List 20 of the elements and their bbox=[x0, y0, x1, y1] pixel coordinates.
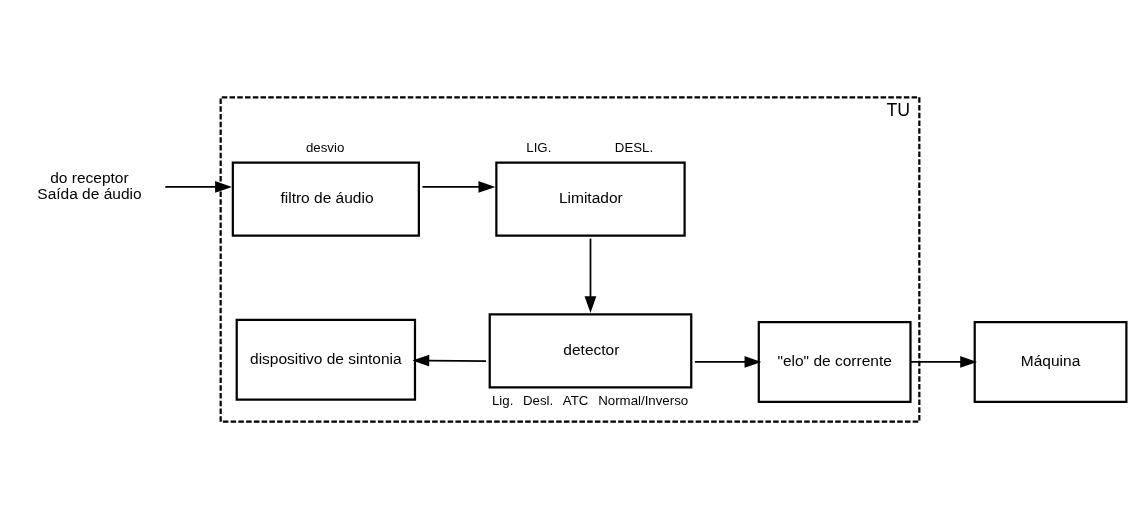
node-label: Normal/Inverso bbox=[598, 392, 689, 408]
node-label: desvio bbox=[305, 139, 345, 155]
node-box: "elo" de corrente bbox=[757, 320, 912, 403]
node-text: do receptor Saída de áudio bbox=[37, 168, 142, 202]
node-box: dispositivo de sintonia bbox=[235, 318, 417, 401]
arrow bbox=[909, 355, 978, 368]
node-box: detector bbox=[488, 312, 693, 388]
node-label: ATC bbox=[562, 392, 589, 408]
arrow bbox=[164, 180, 232, 193]
node-label: Lig. bbox=[491, 392, 514, 408]
node-box: Limitador bbox=[495, 161, 686, 237]
arrow bbox=[584, 237, 597, 313]
arrow bbox=[694, 355, 762, 368]
node-box: Máquina bbox=[973, 320, 1128, 403]
arrow bbox=[412, 354, 487, 366]
node-box: filtro de áudio bbox=[231, 161, 420, 237]
node-label: DESL. bbox=[614, 139, 654, 155]
node-label: Desl. bbox=[522, 392, 554, 408]
node-label: LIG. bbox=[526, 139, 552, 155]
arrow bbox=[421, 180, 496, 193]
